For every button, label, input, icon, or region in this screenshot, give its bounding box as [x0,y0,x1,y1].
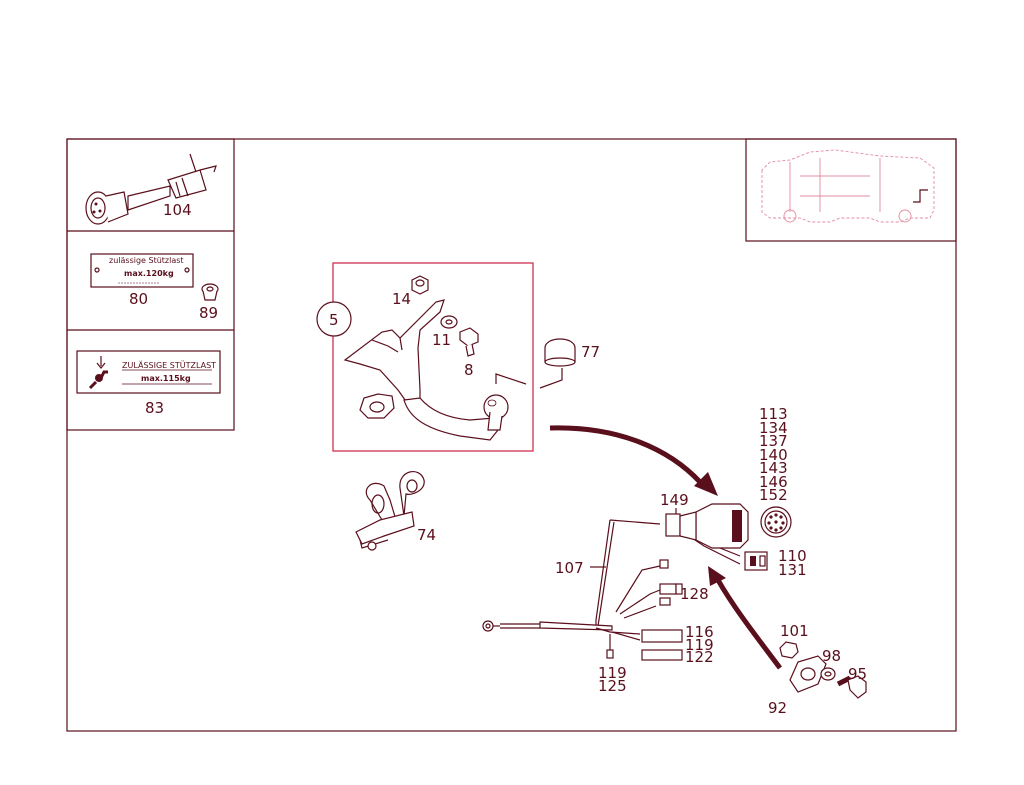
arrow-from-plate [708,566,782,670]
callout-128: 128 [680,585,709,603]
left-parts-panel [66,138,235,431]
sticker-83-line2: max.115kg [141,374,191,383]
callout-113: 113 [759,405,788,423]
callout-80: 80 [129,290,148,308]
callout-122: 122 [685,648,714,666]
part-11-washer[interactable] [440,315,458,329]
callout-119-bottom: 119 [598,664,627,682]
callout-11: 11 [432,331,451,349]
part-104-adapter-cable[interactable] [85,153,217,225]
callout-83: 83 [145,399,164,417]
arrow-to-socket [549,425,718,496]
callout-140: 140 [759,446,788,464]
part-83-load-sticker[interactable]: ZULÄSSIGE STÜTZLAST max.115kg [76,350,221,394]
callout-110: 110 [778,547,807,565]
callout-101: 101 [780,622,809,640]
callout-98: 98 [822,647,841,665]
callout-74: 74 [417,526,436,544]
callout-152: 152 [759,486,788,504]
assembly-5-highlight-box [332,262,534,452]
callout-146: 146 [759,473,788,491]
callout-89: 89 [199,304,218,322]
part-14-nut[interactable] [411,275,429,295]
part-77-ball-cap[interactable] [544,338,576,367]
part-8-bolt[interactable] [459,327,479,357]
callout-107: 107 [555,559,584,577]
callout-92: 92 [768,699,787,717]
callout-5-bubble[interactable]: 5 [316,301,352,337]
part-74-clamp[interactable] [355,471,425,551]
part-98-washer[interactable] [820,667,836,681]
callout-134: 134 [759,419,788,437]
callout-104: 104 [163,201,192,219]
vehicle-outline-thumbnail [761,149,935,223]
callout-131: 131 [778,561,807,579]
part-89-rivet[interactable] [201,283,219,301]
part-92-mounting-plate[interactable] [789,655,827,693]
part-149-socket-housing[interactable] [679,503,749,549]
socket-callout-group: 113 134 137 140 143 146 152 [759,405,788,504]
sticker-80-line2: max.120kg [124,269,174,278]
sticker-83-line1: ZULÄSSIGE STÜTZLAST [122,360,216,370]
callout-5: 5 [329,311,339,329]
callout-95: 95 [848,665,867,683]
part-5-tow-bar-assembly[interactable] [343,299,509,441]
callout-125: 125 [598,677,627,695]
callout-137: 137 [759,432,788,450]
sticker-80-line1: zulässige Stützlast [109,256,184,265]
callout-149: 149 [660,491,689,509]
leader-77 [495,368,563,389]
callout-77: 77 [581,343,600,361]
socket-face[interactable] [760,506,792,538]
vehicle-thumbnail-panel [745,138,957,242]
callout-14: 14 [392,290,411,308]
callout-8: 8 [464,361,474,379]
part-95-bolt[interactable] [836,675,867,699]
callout-119-right: 119 [685,636,714,654]
main-frame [66,138,957,732]
callout-116: 116 [685,623,714,641]
callout-143: 143 [759,459,788,477]
part-80-load-sticker[interactable]: zulässige Stützlast max.120kg [90,253,194,288]
part-101-nut[interactable] [779,641,799,659]
